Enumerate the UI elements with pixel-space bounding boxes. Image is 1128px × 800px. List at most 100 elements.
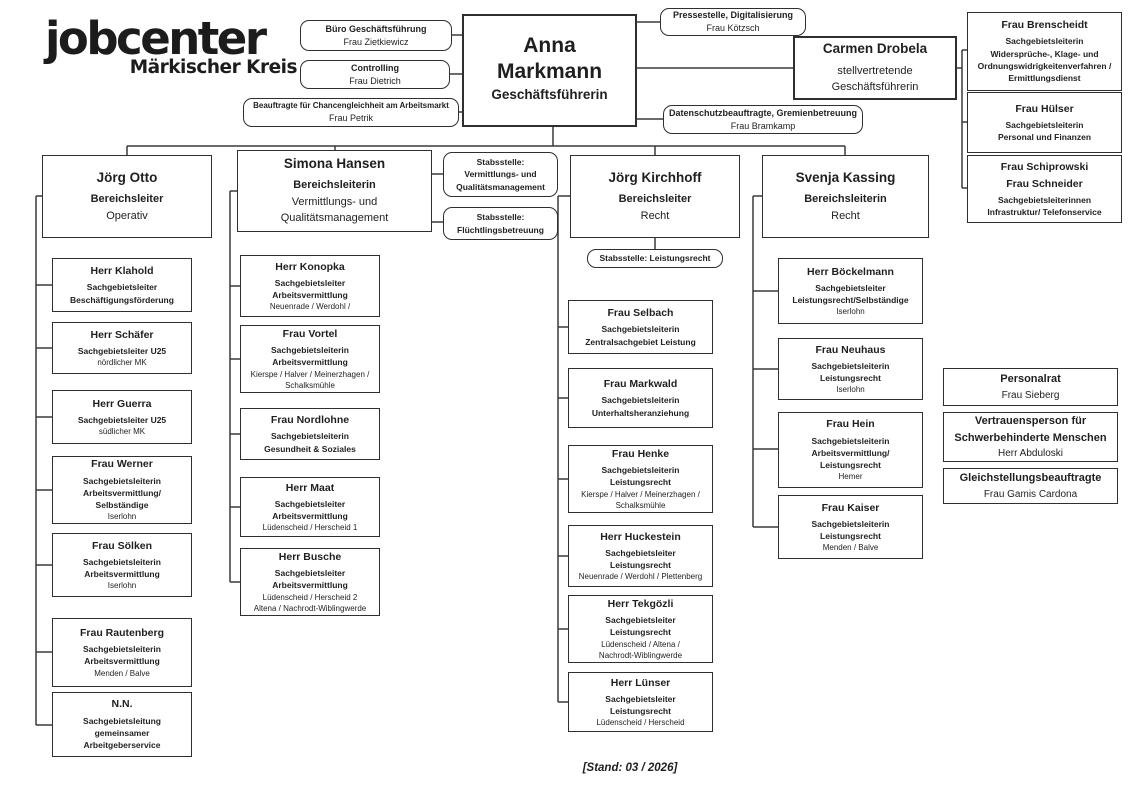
- node-hein-line: Frau Hein: [826, 418, 875, 431]
- node-nn-line: gemeinsamer: [94, 727, 150, 738]
- node-soelken-line: Arbeitsvermittlung: [84, 568, 160, 579]
- node-kaiser-line: Menden / Balve: [822, 543, 879, 553]
- node-hein-line: Leistungsrecht: [820, 460, 881, 471]
- node-vortel-line: Kierspe / Halver / Meinerzhagen /: [250, 369, 370, 379]
- node-boeckelmann-line: Herr Böckelmann: [807, 265, 894, 278]
- node-gf-line: Geschäftsführerin: [491, 86, 608, 102]
- node-schiprowski-line: Frau Schneider: [1006, 177, 1083, 190]
- node-chancen-line: Beauftragte für Chancengleichheit am Arb…: [253, 101, 449, 111]
- node-boeckelmann-line: Leistungsrecht/Selbständige: [792, 294, 909, 305]
- node-kaiser-line: Leistungsrecht: [820, 530, 881, 541]
- node-chancen-line: Frau Petrik: [328, 113, 373, 124]
- node-gf-line: Anna: [523, 34, 576, 58]
- node-guerra-line: Herr Guerra: [92, 397, 152, 410]
- node-rautenberg-line: Arbeitsvermittlung: [84, 656, 160, 667]
- node-presse-line: Pressestelle, Digitalisierung: [672, 10, 794, 21]
- node-datenschutz-line: Frau Bramkamp: [730, 120, 796, 131]
- node-soelken-line: Frau Sölken: [91, 539, 153, 552]
- node-stab-fl: Stabsstelle:Flüchtlingsbetreuung: [443, 207, 558, 240]
- node-guerra-line: Sachgebietsleiter U25: [77, 414, 167, 425]
- node-schiprowski-line: Infrastruktur/ Telefonservice: [987, 207, 1102, 218]
- node-maat-line: Arbeitsvermittlung: [272, 510, 348, 521]
- node-schiprowski-line: Sachgebietsleiterinnen: [997, 194, 1092, 205]
- node-luenser-line: Leistungsrecht: [610, 705, 671, 716]
- node-personalrat-line: Frau Sieberg: [1001, 389, 1060, 401]
- node-werner-line: Arbeitsvermittlung/: [83, 487, 161, 498]
- node-kirchhoff-line: Bereichsleiter: [618, 193, 692, 206]
- node-selbach-line: Frau Selbach: [607, 307, 674, 320]
- node-hein-line: Arbeitsvermittlung/: [811, 447, 890, 458]
- node-huckestein-line: Leistungsrecht: [610, 559, 671, 570]
- node-kaiser-line: Frau Kaiser: [821, 501, 880, 514]
- node-otto-line: Bereichsleiter: [90, 193, 164, 206]
- node-hansen-line: Qualitätsmanagement: [280, 212, 389, 225]
- node-klahold-line: Beschäftigungsförderung: [70, 294, 174, 305]
- node-tekgoezli-line: Herr Tekgözli: [607, 597, 674, 610]
- node-henke-line: Kierspe / Halver / Meinerzhagen /: [581, 489, 700, 499]
- node-soelken-line: Sachgebietsleiterin: [83, 556, 161, 567]
- node-neuhaus-line: Iserlohn: [836, 385, 865, 395]
- node-neuhaus-line: Leistungsrecht: [820, 372, 881, 383]
- node-kassing-line: Recht: [831, 209, 860, 222]
- node-klahold-line: Sachgebietsleiter: [86, 282, 158, 293]
- logo: jobcenter Märkischer Kreis: [45, 12, 298, 78]
- node-kassing-line: Bereichsleiterin: [804, 193, 887, 206]
- node-vortel-line: Sachgebietsleiterin: [271, 345, 349, 356]
- node-brenscheidt-line: Ordnungswidrigkeitenverfahren /: [977, 61, 1112, 72]
- node-selbach-line: Sachgebietsleiterin: [601, 324, 680, 335]
- node-vertrauen-line: Vertrauensperson für: [974, 415, 1087, 427]
- node-huckestein-line: Sachgebietsleiter: [605, 547, 676, 558]
- node-stab-lr-line: Stabsstelle: Leistungsrecht: [599, 253, 711, 264]
- node-vertrauen-line: Herr Abduloski: [997, 448, 1064, 459]
- logo-subtitle-text: Märkischer Kreis: [129, 57, 298, 78]
- node-neuhaus-line: Frau Neuhaus: [815, 343, 886, 356]
- logo-brand-text: jobcenter: [45, 12, 267, 65]
- node-konopka-line: Neuenrade / Werdohl /: [269, 302, 351, 312]
- node-markwald-line: Frau Markwald: [603, 378, 678, 391]
- node-busche-line: Herr Busche: [278, 550, 342, 563]
- node-controlling-line: Frau Dietrich: [349, 75, 401, 86]
- node-guerra-line: südlicher MK: [98, 427, 146, 437]
- node-busche-line: Altena / Nachrodt-Wiblingwerde: [253, 603, 367, 613]
- node-luenser-line: Sachgebietsleiter: [605, 693, 676, 704]
- node-gf-line: Markmann: [496, 60, 603, 84]
- node-werner-line: Sachgebietsleiterin: [83, 475, 161, 486]
- node-neuhaus-line: Sachgebietsleiterin: [811, 360, 890, 371]
- node-kassing-line: Svenja Kassing: [795, 169, 896, 185]
- node-tekgoezli-line: Lüdenscheid / Altena /: [601, 639, 680, 649]
- node-gleich-line: Gleichstellungsbeauftragte: [959, 472, 1102, 485]
- node-brenscheidt-line: Sachgebietsleiterin: [1005, 36, 1084, 47]
- node-huckestein-line: Herr Huckestein: [600, 530, 681, 543]
- node-nn-line: Sachgebietsleitung: [83, 715, 161, 726]
- node-selbach-line: Zentralsachgebiet Leistung: [585, 336, 696, 347]
- node-personalrat-line: Personalrat: [1000, 373, 1061, 386]
- node-vortel-line: Arbeitsvermittlung: [272, 357, 348, 368]
- node-brenscheidt-line: Ermittlungsdienst: [1008, 73, 1081, 84]
- node-henke-line: Leistungsrecht: [610, 477, 671, 488]
- node-hansen-line: Vermittlungs- und: [291, 195, 378, 208]
- node-nordlohne-line: Gesundheit & Soziales: [264, 443, 356, 454]
